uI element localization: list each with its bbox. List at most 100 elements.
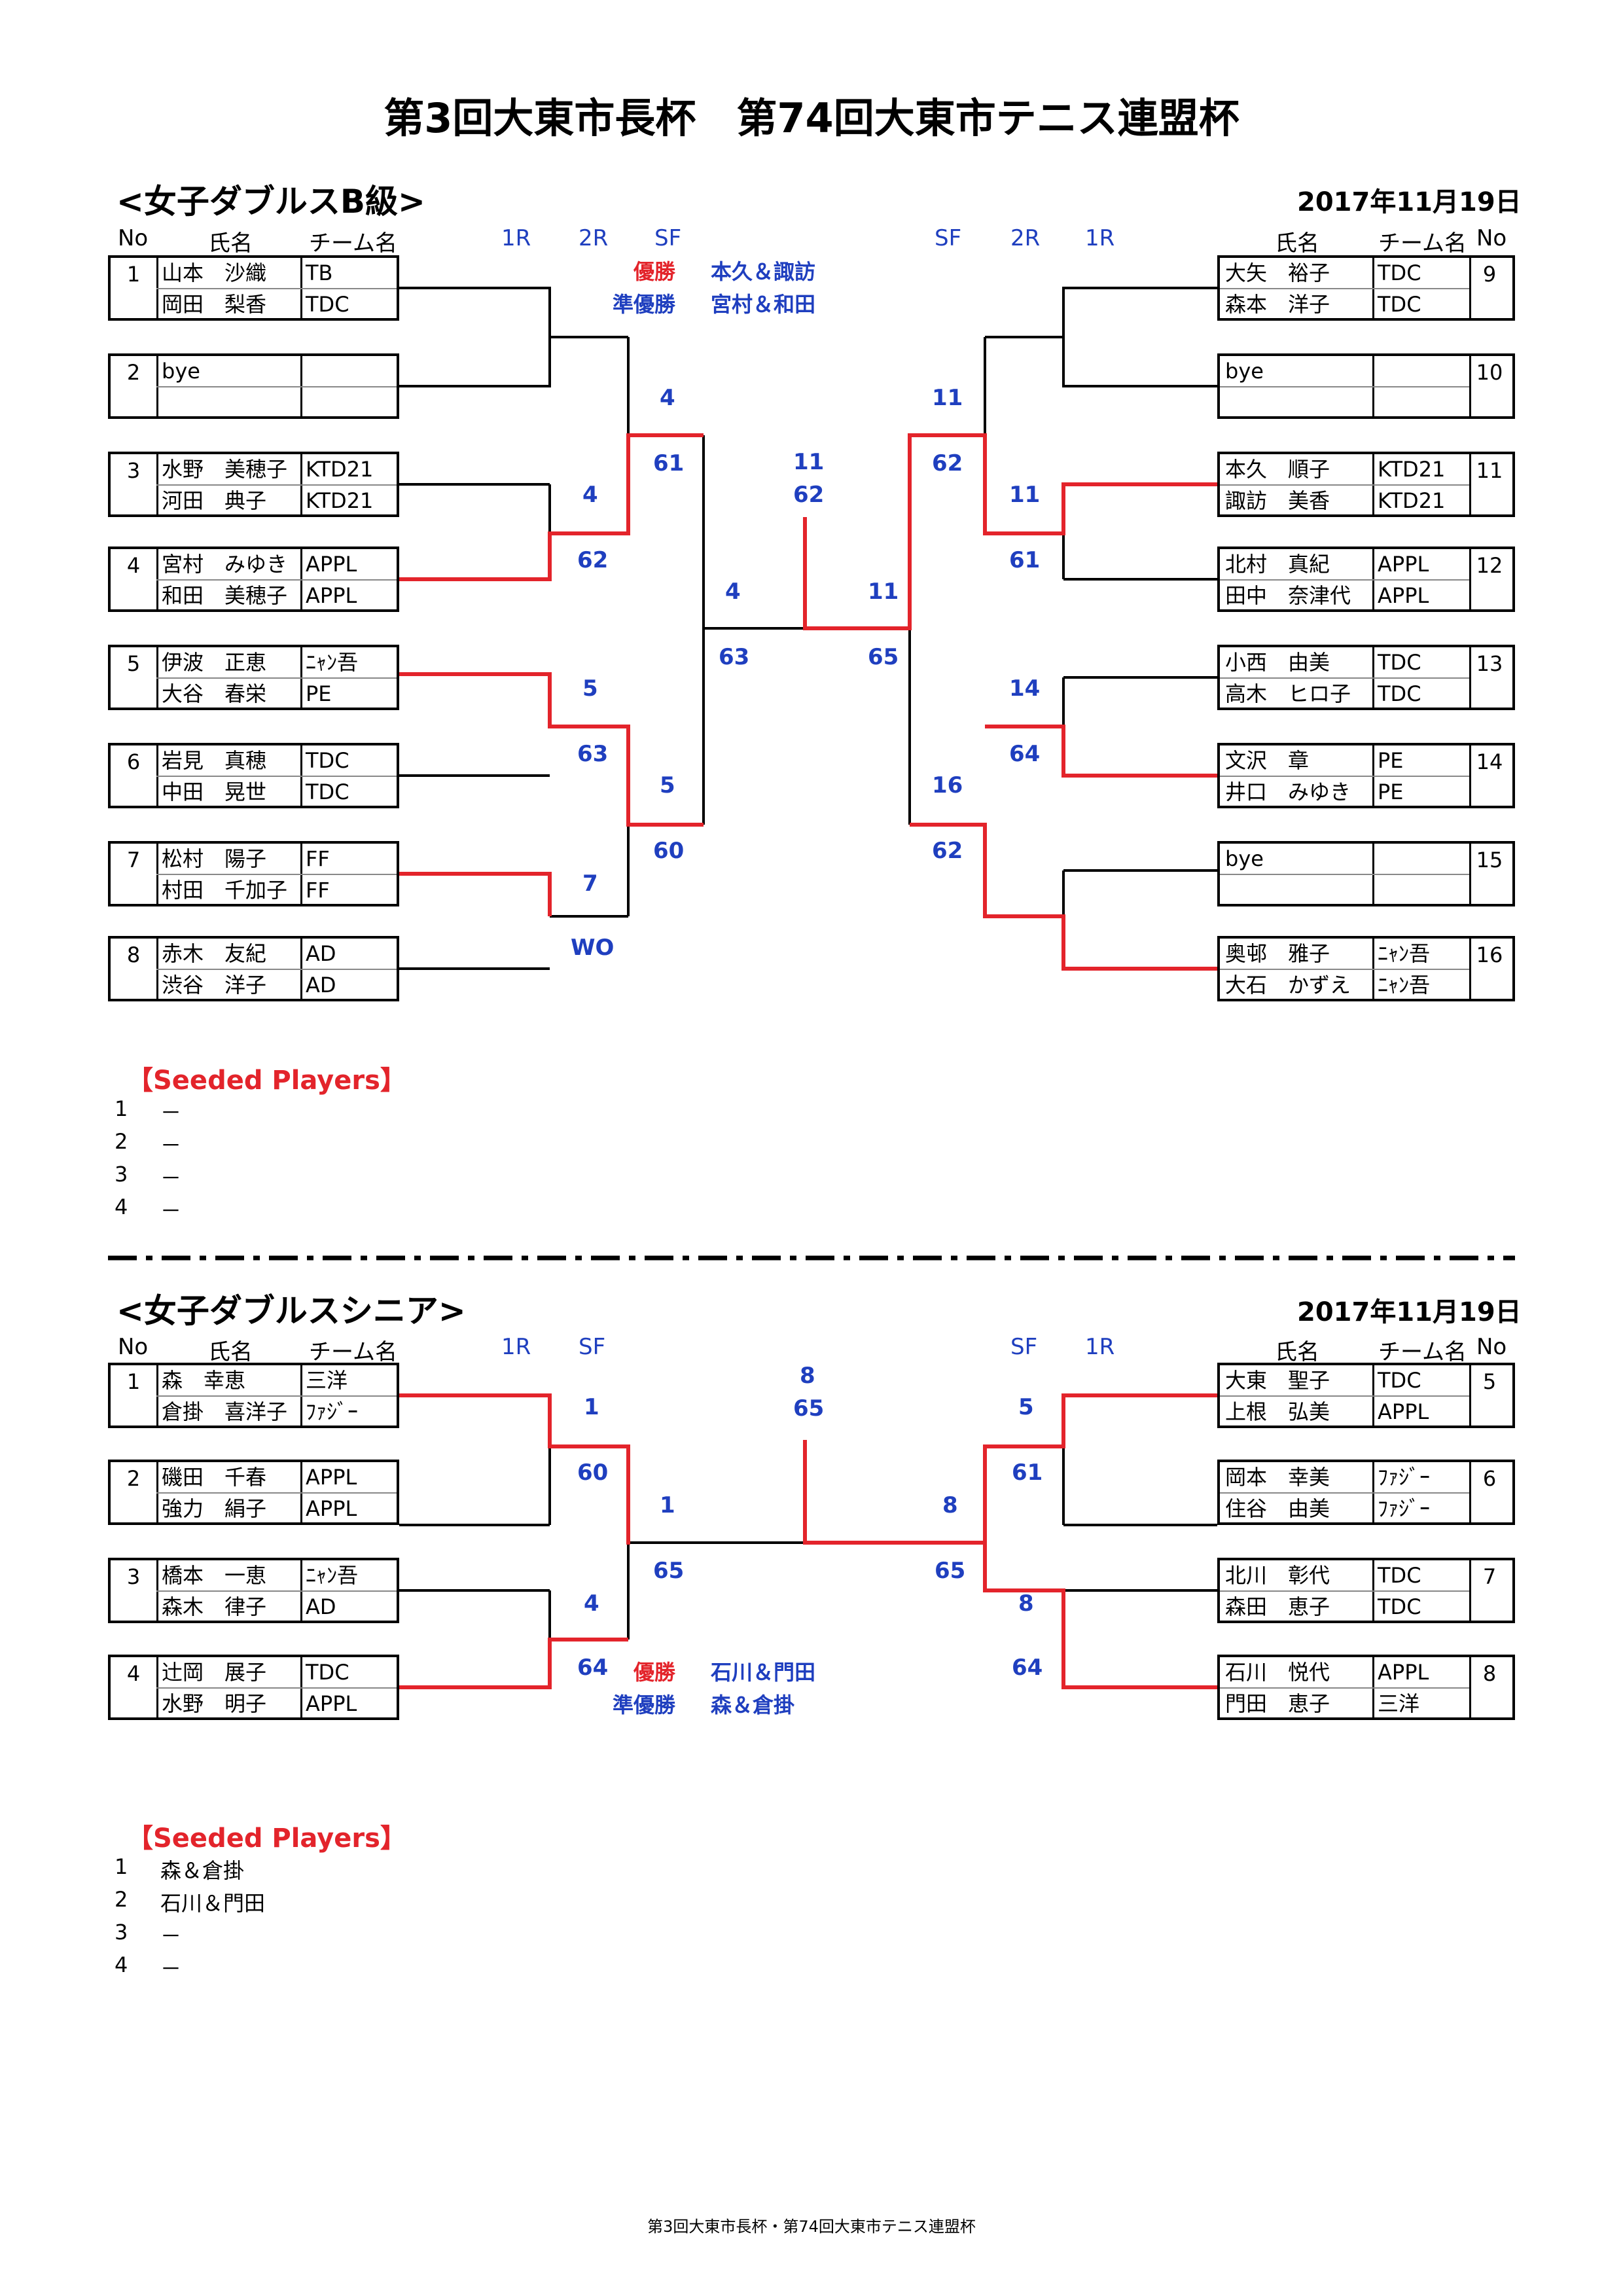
header-name: 氏名 — [208, 230, 253, 257]
seed-no: 4 — [115, 1952, 128, 1977]
player-pair-1: 1 森 幸恵 三洋 倉掛 喜洋子 ﾌｧｼﾞｰ — [108, 1363, 399, 1428]
player-name: 諏訪 美香 — [1225, 488, 1330, 513]
score: 5 — [1018, 1394, 1034, 1420]
score: 11 — [868, 579, 899, 605]
winner-line — [399, 872, 552, 916]
player-name: 宮村 みゆき — [162, 552, 288, 577]
player-name: bye — [1225, 359, 1264, 384]
header-sf: SF — [579, 1334, 606, 1360]
player-name: 井口 みゆき — [1225, 780, 1351, 804]
score: 8 — [800, 1363, 815, 1389]
seeded-title: 【Seeded Players】 — [127, 1066, 406, 1096]
player-name: 小西 由美 — [1225, 650, 1330, 675]
score: 5 — [582, 675, 598, 702]
score: 62 — [793, 482, 825, 508]
team-name: APPL — [1378, 583, 1429, 608]
player-name: 住谷 由美 — [1225, 1496, 1330, 1521]
winner-line — [399, 433, 704, 581]
team-name: 三洋 — [306, 1368, 348, 1393]
seed-value: － — [160, 1166, 182, 1191]
player-name: 伊波 正恵 — [162, 650, 267, 675]
team-name: TB — [306, 260, 333, 285]
player-name: 橋本 一恵 — [162, 1563, 267, 1588]
seed-no: 1 — [115, 1854, 128, 1879]
player-name: 上根 弘美 — [1225, 1399, 1330, 1424]
player-pair-5: 5 大東 聖子 TDC 上根 弘美 APPL — [1217, 1363, 1515, 1428]
score: 4 — [582, 482, 598, 508]
player-pair-16: 16 奥邨 雅子 ﾆｬﾝ吾 大石 かずえ ﾆｬﾝ吾 — [1217, 936, 1515, 1001]
player-pair-12: 12 北村 真紀 APPL 田中 奈津代 APPL — [1217, 547, 1515, 612]
header-name: 氏名 — [208, 1339, 253, 1365]
player-name: 村田 千加子 — [162, 878, 288, 903]
player-name: 赤木 友紀 — [162, 941, 267, 966]
winner-line — [399, 1393, 630, 1545]
header-2r: 2R — [1010, 225, 1041, 251]
player-name: 岡本 幸美 — [1225, 1465, 1330, 1490]
team-name: KTD21 — [306, 457, 374, 482]
score: 62 — [577, 547, 609, 573]
player-name: 岡田 梨香 — [162, 292, 267, 317]
player-pair-13: 13 小西 由美 TDC 高木 ヒロ子 TDC — [1217, 645, 1515, 710]
header-no: No — [118, 225, 149, 251]
player-name: 本久 順子 — [1225, 457, 1330, 482]
score: 61 — [1009, 547, 1041, 573]
score: 60 — [577, 1460, 609, 1486]
score: 63 — [577, 741, 609, 767]
player-name: 中田 晃世 — [162, 780, 267, 804]
score: 5 — [660, 772, 675, 798]
player-name: 強力 絹子 — [162, 1496, 267, 1521]
team-name: TDC — [1378, 681, 1421, 706]
score: 65 — [793, 1395, 825, 1422]
team-name: APPL — [306, 1496, 357, 1521]
player-name: 高木 ヒロ子 — [1225, 681, 1351, 706]
team-name: KTD21 — [306, 488, 374, 513]
player-name: 大谷 春栄 — [162, 681, 267, 706]
header-1r: 1R — [501, 225, 531, 251]
runnerup-label: 準優勝 — [613, 292, 676, 317]
team-name: TDC — [1378, 1594, 1421, 1619]
winner-line — [803, 433, 1217, 630]
header-1r: 1R — [1085, 225, 1115, 251]
player-name: 北川 彰代 — [1225, 1563, 1330, 1588]
player-name: 松村 陽子 — [162, 846, 267, 871]
team-name: APPL — [1378, 552, 1429, 577]
player-pair-3: 3 橋本 一恵 ﾆｬﾝ吾 森木 律子 AD — [108, 1558, 399, 1623]
team-name: FF — [306, 846, 330, 871]
header-1r: 1R — [501, 1334, 531, 1360]
winner-line — [803, 1393, 1217, 1545]
seed-value: － — [160, 1924, 182, 1948]
score: 64 — [1009, 741, 1041, 767]
player-name: 辻岡 展子 — [162, 1660, 267, 1685]
score: 11 — [932, 385, 963, 411]
seed-no: 4 — [115, 1194, 128, 1219]
score: 11 — [1009, 482, 1041, 508]
score: 7 — [582, 870, 598, 897]
header-team: チーム名 — [1378, 1339, 1467, 1365]
team-name: AD — [306, 1594, 336, 1619]
header-2r: 2R — [579, 225, 609, 251]
player-pair-4: 4 辻岡 展子 TDC 水野 明子 APPL — [108, 1655, 399, 1720]
team-name: ﾌｧｼﾞｰ — [1378, 1465, 1431, 1490]
team-name: TDC — [1378, 1563, 1421, 1588]
player-name: 森本 洋子 — [1225, 292, 1330, 317]
score: 4 — [584, 1590, 599, 1617]
team-name: ﾆｬﾝ吾 — [1378, 973, 1431, 997]
team-name: ﾌｧｼﾞｰ — [1378, 1496, 1431, 1521]
header-name: 氏名 — [1275, 230, 1319, 257]
player-name: 奥邨 雅子 — [1225, 941, 1330, 966]
team-name: 三洋 — [1378, 1691, 1420, 1716]
player-name: 北村 真紀 — [1225, 552, 1330, 577]
player-name: 大矢 裕子 — [1225, 260, 1330, 285]
seed-value: 石川＆門田 — [160, 1891, 266, 1916]
team-name: AD — [306, 973, 336, 997]
player-pair-8: 8 石川 悦代 APPL 門田 恵子 三洋 — [1217, 1655, 1515, 1720]
seed-no: 2 — [115, 1887, 128, 1912]
winner-names: 本久＆諏訪 — [711, 259, 816, 284]
header-sf: SF — [1010, 1334, 1038, 1360]
header-sf: SF — [935, 225, 962, 251]
player-name: 山本 沙織 — [162, 260, 267, 285]
page-title: 第3回大東市長杯 第74回大東市テニス連盟杯 — [383, 94, 1240, 142]
score: 63 — [719, 644, 750, 670]
team-name: APPL — [1378, 1660, 1429, 1685]
